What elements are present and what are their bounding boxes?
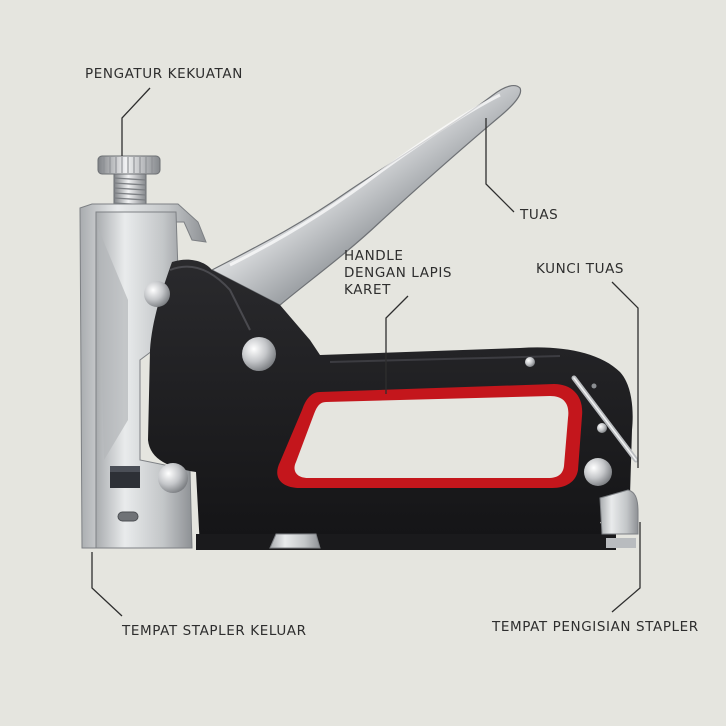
label-kunci-tuas: KUNCI TUAS <box>536 261 625 277</box>
label-tempat-stapler-keluar: TEMPAT STAPLER KELUAR <box>122 623 307 639</box>
magazine <box>196 489 639 550</box>
rivets <box>144 281 612 493</box>
lever-highlight <box>229 93 501 267</box>
label-tuas: TUAS <box>520 207 559 223</box>
leader-handle <box>385 295 409 394</box>
leader-tuas <box>485 118 515 213</box>
leader-pengatur <box>121 87 151 156</box>
lever-lock <box>571 375 639 463</box>
strength-adjuster-knob <box>97 155 161 213</box>
leader-lines <box>91 87 641 617</box>
label-handle-line-3: KARET <box>344 282 392 298</box>
label-handle: HANDLE DENGAN LAPIS KARET <box>344 248 452 299</box>
leader-pengisian <box>611 522 641 613</box>
label-handle-line-2: DENGAN LAPIS <box>344 265 453 281</box>
lever <box>210 85 522 306</box>
rubber-handle <box>277 384 583 488</box>
label-pengatur-kekuatan: PENGATUR KEKUATAN <box>85 66 243 82</box>
leader-keluar <box>91 552 123 617</box>
leader-kunci <box>611 281 639 468</box>
label-handle-line-1: HANDLE <box>344 248 404 264</box>
label-tempat-pengisian-stapler: TEMPAT PENGISIAN STAPLER <box>492 619 699 635</box>
